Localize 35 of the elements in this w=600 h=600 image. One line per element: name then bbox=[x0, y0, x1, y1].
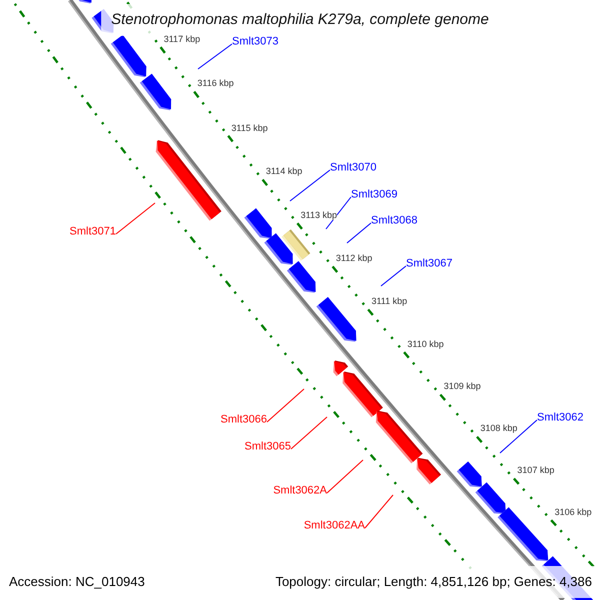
tick-label: 3112 kbp bbox=[336, 253, 372, 264]
leader-line bbox=[290, 416, 328, 450]
gene-label: Smlt3069 bbox=[351, 188, 398, 202]
tick-label: 3115 kbp bbox=[231, 122, 268, 133]
gene-label: Smlt3062A bbox=[273, 484, 327, 498]
gene-label: Smlt3070 bbox=[330, 162, 376, 174]
tick-label: 3111 kbp bbox=[371, 296, 408, 306]
gene-label: Smlt3068 bbox=[371, 214, 418, 228]
leader-line bbox=[198, 44, 232, 70]
tick-label: 3109 kbp bbox=[444, 381, 481, 392]
tick-label: 3117 kbp bbox=[164, 34, 200, 44]
gene-label: Smlt3067 bbox=[406, 258, 452, 270]
tick-label: 3108 kbp bbox=[480, 423, 518, 434]
leader-line bbox=[364, 494, 394, 528]
gene-label: Smlt3062AA bbox=[304, 520, 365, 532]
leader-line bbox=[290, 170, 330, 202]
gene-label: Smlt3071 bbox=[70, 226, 116, 238]
tick-label: 3113 kbp bbox=[300, 210, 338, 220]
gene-label: Smlt3073 bbox=[232, 36, 278, 48]
leader-line bbox=[326, 196, 352, 230]
accession-text: Accession: NC_010943 bbox=[9, 574, 145, 590]
leader-line bbox=[326, 460, 364, 494]
leader-line bbox=[380, 266, 406, 286]
leader-line bbox=[266, 388, 304, 422]
tick-label: 3114 kbp bbox=[266, 166, 302, 176]
leader-line bbox=[500, 420, 538, 454]
tick-label: 3110 kbp bbox=[407, 338, 444, 349]
tick-label: 3116 kbp bbox=[197, 78, 234, 88]
gene-label: Smlt3066 bbox=[220, 414, 267, 426]
gene-label: Smlt3065 bbox=[244, 440, 291, 454]
tick-label: 3107 kbp bbox=[517, 465, 554, 476]
leader-line bbox=[116, 202, 156, 234]
leader-line bbox=[346, 222, 372, 244]
tick-label: 3106 kbp bbox=[554, 506, 592, 517]
gene-label: Smlt3062 bbox=[537, 412, 584, 424]
